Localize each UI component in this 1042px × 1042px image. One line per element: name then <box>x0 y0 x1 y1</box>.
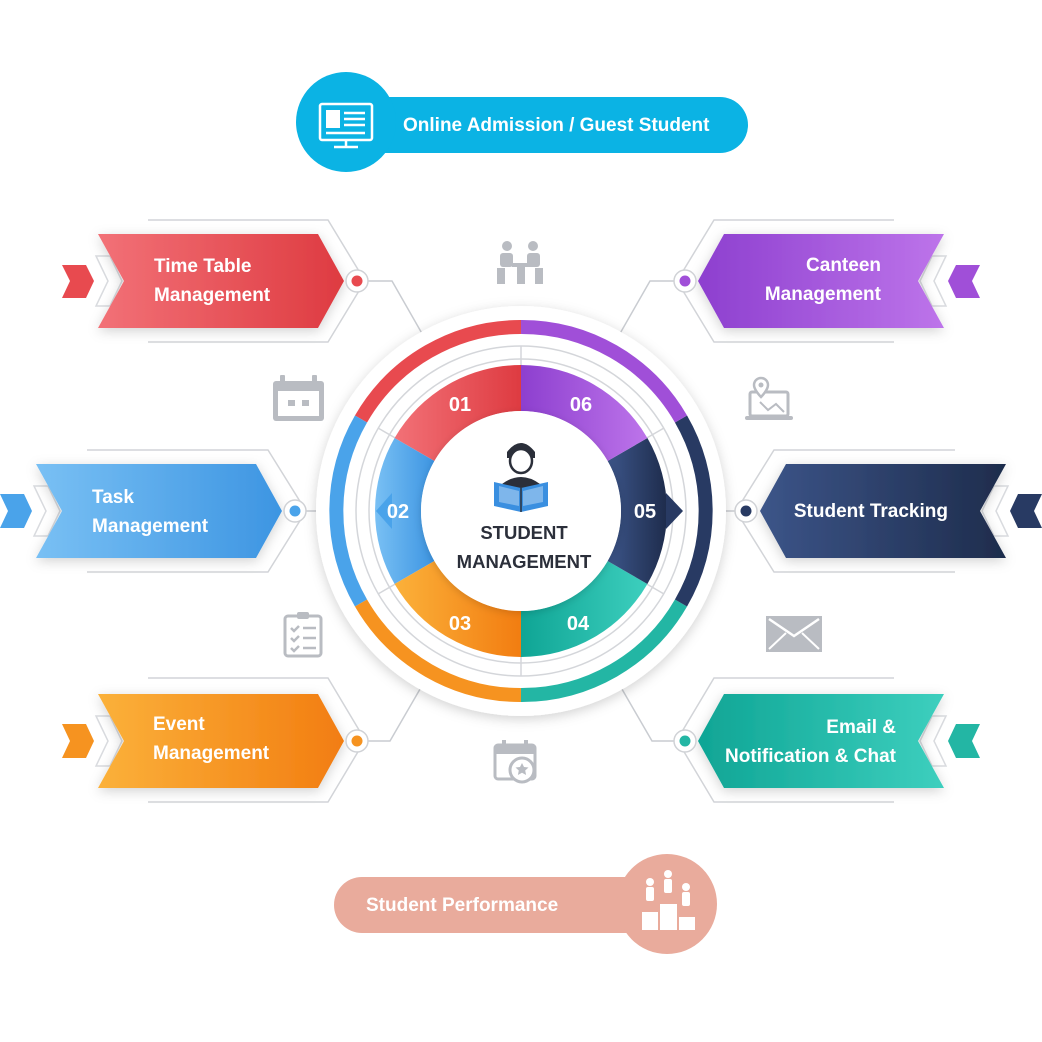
task-line2: Management <box>92 516 209 537</box>
canteen-line1: Canteen <box>806 255 881 276</box>
canteen-ribbon[interactable]: Canteen Management <box>673 234 980 328</box>
time-table-ribbon[interactable]: Time Table Management <box>62 234 369 328</box>
calendar-icon <box>273 375 324 421</box>
podium-winners-icon <box>642 870 695 930</box>
student-reading-icon <box>494 443 548 512</box>
segment-03[interactable] <box>394 561 521 657</box>
meeting-icon <box>497 241 543 284</box>
segment-04-number: 04 <box>567 613 590 635</box>
online-admission-pill[interactable]: Online Admission / Guest Student <box>296 72 748 172</box>
tracking-label: Student Tracking <box>794 501 948 522</box>
segment-01[interactable] <box>394 365 521 461</box>
time-table-line2: Management <box>154 285 271 306</box>
email-ribbon[interactable]: Email & Notification & Chat <box>673 694 980 788</box>
segment-05-number: 05 <box>634 501 656 523</box>
segment-05[interactable] <box>607 438 683 584</box>
time-table-line1: Time Table <box>154 256 252 277</box>
student-performance-pill[interactable]: Student Performance <box>334 854 717 954</box>
segment-02-number: 02 <box>387 501 409 523</box>
segment-06[interactable] <box>521 365 648 461</box>
segment-04[interactable] <box>521 561 648 657</box>
segment-03-number: 03 <box>449 613 471 635</box>
calendar-gear-icon <box>493 740 537 784</box>
event-ribbon[interactable]: Event Management <box>62 694 369 788</box>
computer-profile-icon <box>318 102 374 149</box>
envelope-icon <box>766 616 822 652</box>
center-wheel: 01 02 03 04 05 06 STUDENT MANAGEMENT <box>316 306 726 716</box>
task-line1: Task <box>92 487 134 508</box>
segment-01-number: 01 <box>449 394 471 416</box>
segment-06-number: 06 <box>570 394 592 416</box>
event-line2: Management <box>153 743 270 764</box>
email-line1: Email & <box>826 717 896 738</box>
center-title-line2: MANAGEMENT <box>457 551 592 572</box>
event-line1: Event <box>153 714 205 735</box>
task-ribbon[interactable]: Task Management <box>0 464 307 558</box>
center-title-line1: STUDENT <box>480 522 568 543</box>
canteen-line2: Management <box>765 284 882 305</box>
student-performance-label: Student Performance <box>366 895 558 916</box>
student-tracking-ribbon[interactable]: Student Tracking <box>734 464 1042 558</box>
online-admission-label: Online Admission / Guest Student <box>403 115 710 136</box>
location-laptop-icon <box>745 376 793 420</box>
checklist-icon <box>283 612 323 658</box>
segment-02[interactable] <box>375 438 435 584</box>
email-line2: Notification & Chat <box>725 746 897 767</box>
